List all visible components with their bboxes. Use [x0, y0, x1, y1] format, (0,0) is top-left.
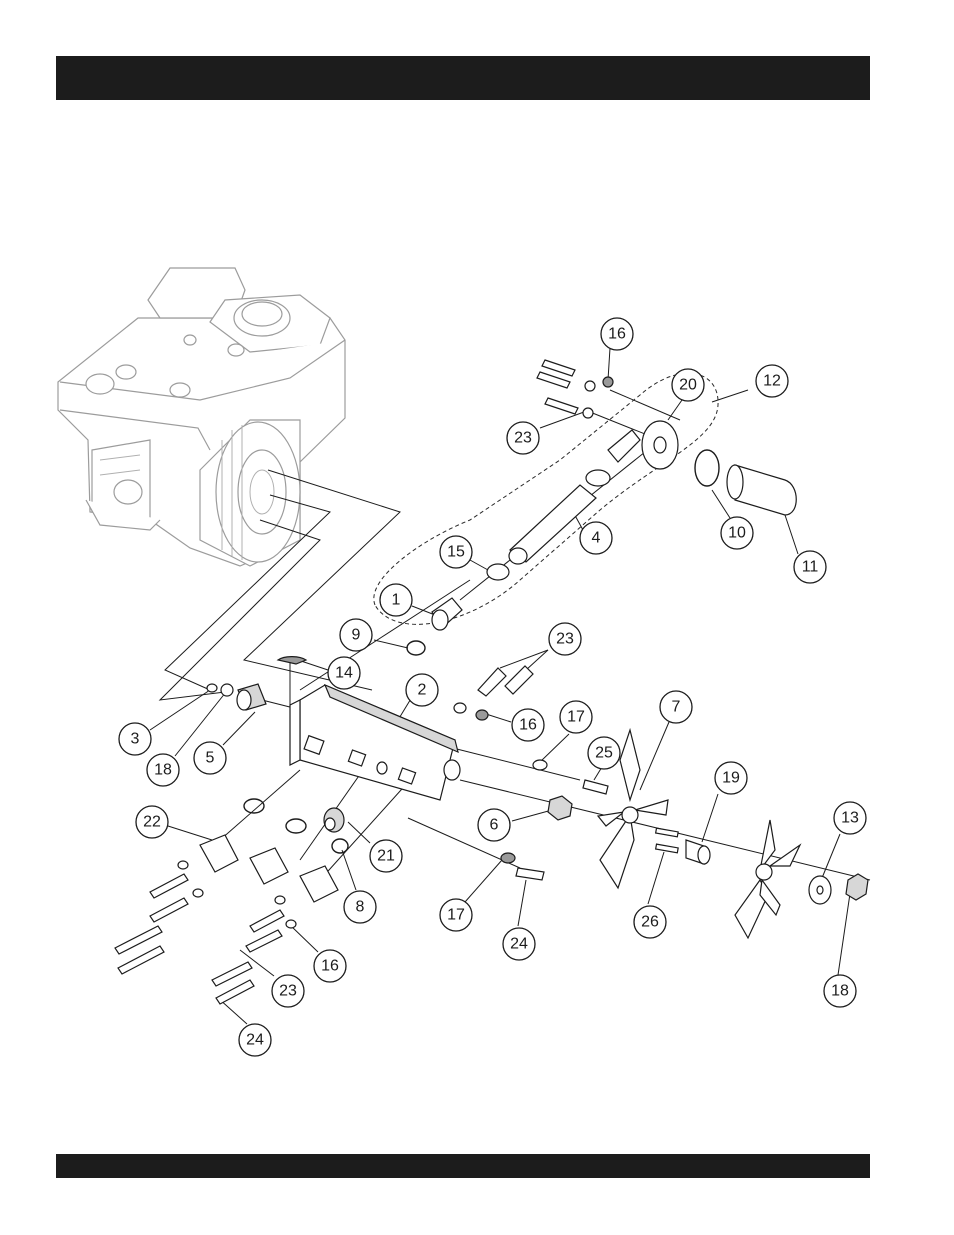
callout-3: 3: [119, 723, 151, 755]
callout-23-top: 23: [507, 422, 539, 454]
callout-12: 12: [756, 365, 788, 397]
svg-text:8: 8: [356, 899, 365, 916]
svg-text:10: 10: [728, 525, 746, 542]
svg-text:16: 16: [519, 717, 537, 734]
callout-9: 9: [340, 619, 372, 651]
callout-24-mid: 24: [503, 928, 535, 960]
callout-6: 6: [478, 809, 510, 841]
svg-text:18: 18: [831, 983, 849, 1000]
callout-22: 22: [136, 806, 168, 838]
svg-text:13: 13: [841, 810, 859, 827]
callout-10: 10: [721, 517, 753, 549]
callout-17-top: 17: [560, 701, 592, 733]
svg-text:5: 5: [206, 750, 215, 767]
svg-text:16: 16: [321, 958, 339, 975]
svg-text:6: 6: [490, 817, 499, 834]
svg-text:7: 7: [672, 699, 681, 716]
svg-text:1: 1: [392, 592, 401, 609]
svg-text:15: 15: [447, 544, 465, 561]
callout-8: 8: [344, 891, 376, 923]
callout-2: 2: [406, 674, 438, 706]
callout-15: 15: [440, 536, 472, 568]
callout-21: 21: [370, 840, 402, 872]
svg-text:4: 4: [592, 530, 601, 547]
callout-16-top: 16: [601, 318, 633, 350]
svg-text:11: 11: [802, 559, 819, 576]
svg-text:9: 9: [352, 627, 361, 644]
svg-text:23: 23: [556, 631, 574, 648]
callout-25: 25: [588, 737, 620, 769]
svg-text:14: 14: [335, 665, 353, 682]
svg-text:21: 21: [377, 848, 395, 865]
callout-18-left: 18: [147, 754, 179, 786]
callout-5: 5: [194, 742, 226, 774]
callout-19: 19: [715, 762, 747, 794]
callout-13: 13: [834, 802, 866, 834]
svg-text:24: 24: [246, 1032, 264, 1049]
callout-14: 14: [328, 657, 360, 689]
callout-4: 4: [580, 522, 612, 554]
callout-23-mid: 23: [549, 623, 581, 655]
callout-7: 7: [660, 691, 692, 723]
svg-text:17: 17: [567, 709, 585, 726]
svg-text:2: 2: [418, 682, 427, 699]
svg-text:16: 16: [608, 326, 626, 343]
svg-text:20: 20: [679, 377, 697, 394]
svg-text:26: 26: [641, 914, 659, 931]
callout-26: 26: [634, 906, 666, 938]
svg-text:19: 19: [722, 770, 740, 787]
callout-23-bottom: 23: [272, 975, 304, 1007]
svg-text:25: 25: [595, 745, 613, 762]
callout-1: 1: [380, 584, 412, 616]
callout-18-right: 18: [824, 975, 856, 1007]
svg-text:12: 12: [763, 373, 781, 390]
svg-text:23: 23: [514, 430, 532, 447]
callout-24-bottom: 24: [239, 1024, 271, 1056]
engine-illustration: [58, 268, 345, 566]
callout-20: 20: [672, 369, 704, 401]
svg-text:24: 24: [510, 936, 528, 953]
svg-text:17: 17: [447, 907, 465, 924]
svg-text:18: 18: [154, 762, 172, 779]
callout-16-bottom: 16: [314, 950, 346, 982]
assembly-outline: [374, 373, 718, 624]
svg-text:22: 22: [143, 814, 161, 831]
callout-11: 11: [794, 551, 826, 583]
svg-text:3: 3: [131, 731, 140, 748]
callout-17-bottom: 17: [440, 899, 472, 931]
svg-text:23: 23: [279, 983, 297, 1000]
callout-16-mid: 16: [512, 709, 544, 741]
